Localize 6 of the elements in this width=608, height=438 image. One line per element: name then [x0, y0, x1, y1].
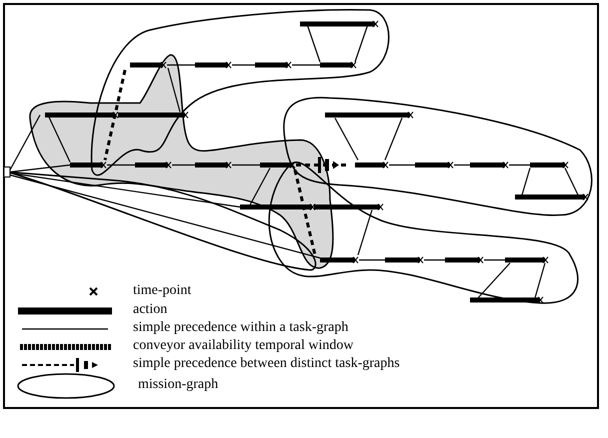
legend-label: simple precedence between distinct task-graphs — [133, 356, 400, 372]
legend-label: action — [133, 302, 168, 318]
legend-label: simple precedence within a task-graph — [133, 320, 348, 336]
legend-label: time-point — [133, 283, 192, 299]
legend-label: conveyor availability temporal window — [133, 338, 354, 354]
legend-label: mission-graph — [138, 377, 218, 393]
